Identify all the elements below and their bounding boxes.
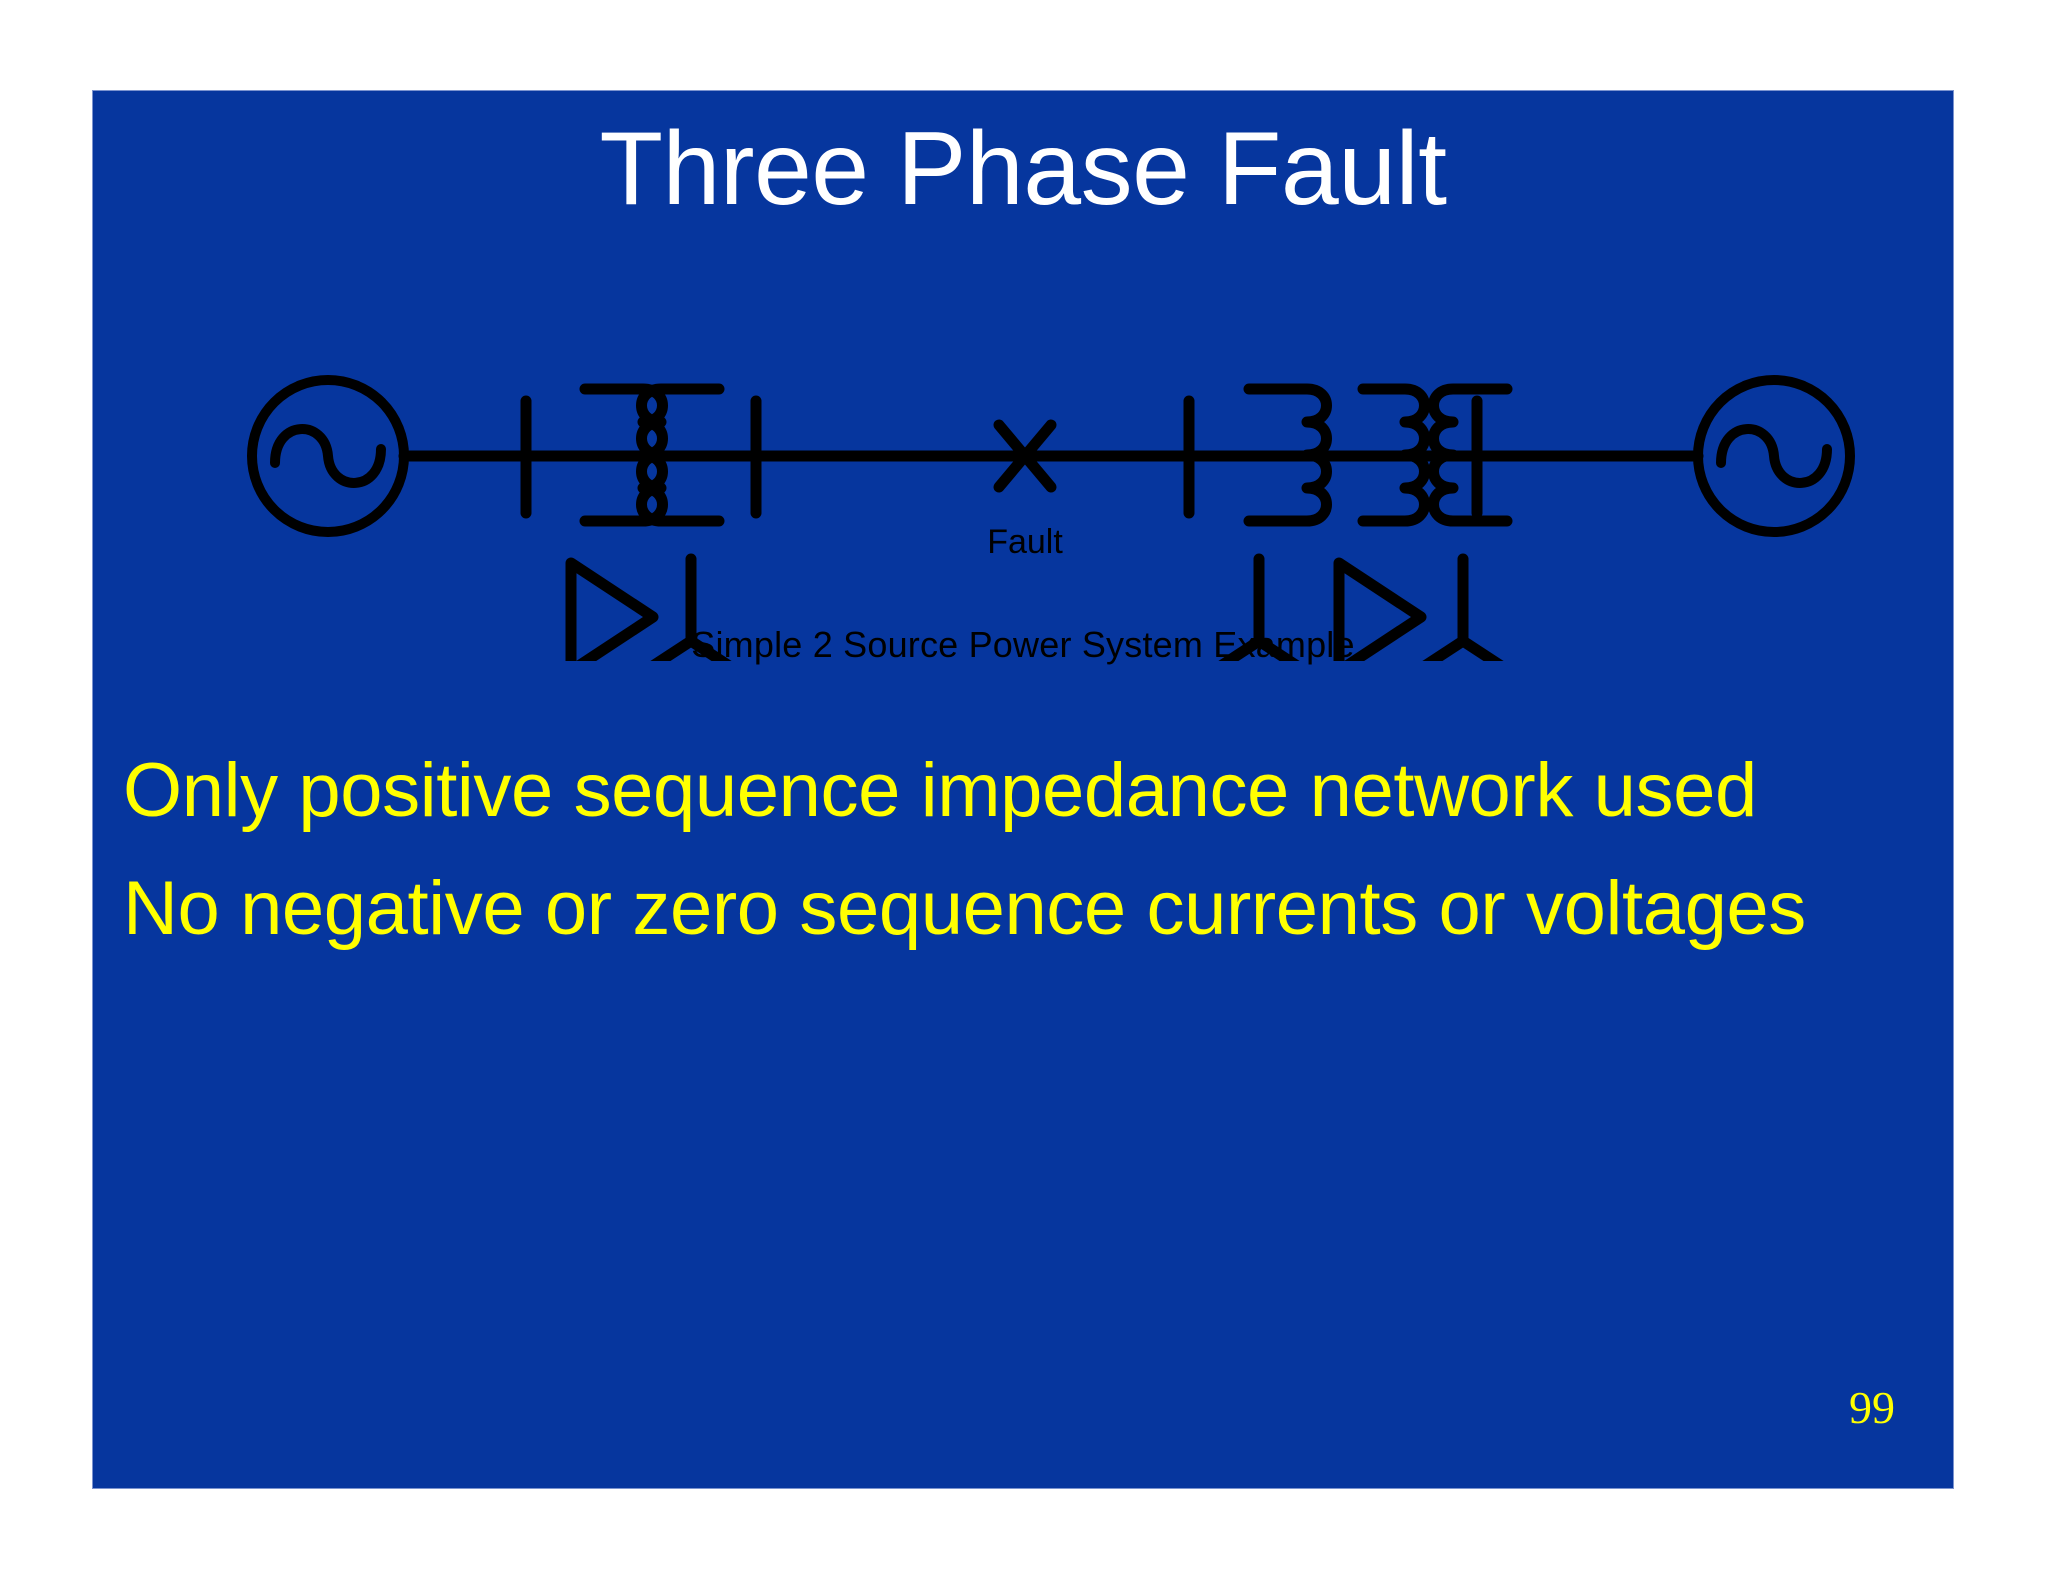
delta-winding-icon <box>565 557 659 661</box>
bullet-list: Only positive sequence impedance network… <box>123 746 1923 953</box>
right-transformer-icon <box>1218 383 1513 661</box>
page-number: 99 <box>1849 1382 1895 1433</box>
page-title: Three Phase Fault <box>599 111 1447 227</box>
fault-label: Fault <box>987 523 1063 561</box>
fault-marker-icon <box>993 419 1057 493</box>
power-system-diagram: Fault <box>153 301 1893 661</box>
diagram-caption: Simple 2 Source Power System Example <box>691 624 1355 665</box>
wye-winding-icon <box>650 553 732 661</box>
slide-body: Three Phase Fault <box>92 90 1954 1489</box>
left-transformer-icon <box>565 383 732 661</box>
right-ac-source-icon <box>1693 375 1855 537</box>
bullet-item-1: Only positive sequence impedance network… <box>123 748 1757 833</box>
wye-winding-icon-left <box>1218 553 1300 661</box>
wye-winding-icon-right <box>1422 553 1504 661</box>
bullet-item-2: No negative or zero sequence currents or… <box>123 865 1806 951</box>
delta-winding-icon-middle <box>1333 557 1427 661</box>
left-ac-source-icon <box>247 375 409 537</box>
